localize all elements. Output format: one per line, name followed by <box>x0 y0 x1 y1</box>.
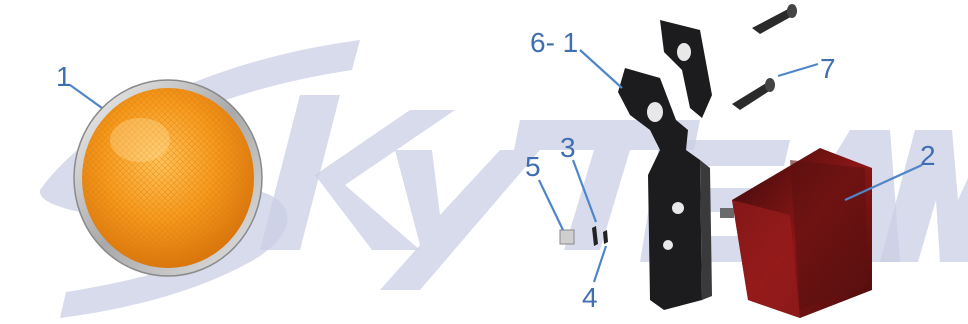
leader-1 <box>70 85 102 108</box>
round-amber-reflector <box>74 80 262 276</box>
callout-part-1: 1 <box>56 61 72 92</box>
callout-part-2: 2 <box>920 140 936 171</box>
leader-7 <box>778 64 818 76</box>
nut <box>560 230 574 244</box>
callout-part-5: 5 <box>525 151 541 182</box>
callout-part-6-1: 6- 1 <box>530 27 578 58</box>
rectangular-red-reflector <box>720 148 872 318</box>
callout-part-4: 4 <box>582 282 598 313</box>
leader-4 <box>594 246 606 282</box>
leader-5 <box>539 180 563 230</box>
callout-part-3: 3 <box>560 132 576 163</box>
mounting-screws <box>732 4 797 110</box>
leader-6-1 <box>580 50 622 88</box>
reflector-mounting-bracket <box>618 20 712 310</box>
callout-part-7: 7 <box>820 53 836 84</box>
washer <box>603 230 608 244</box>
